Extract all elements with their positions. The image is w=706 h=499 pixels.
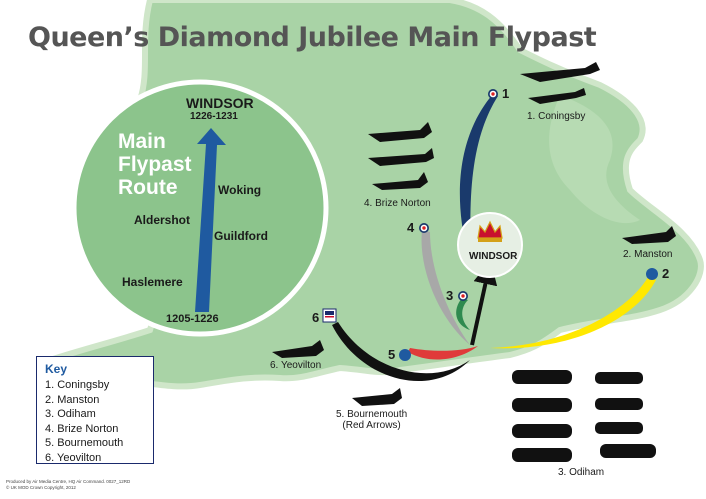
zoom-windsor-label: WINDSOR: [186, 95, 254, 111]
label-bournemouth: 5. Bournemouth (Red Arrows): [336, 409, 407, 431]
route-4-brize-norton: [421, 230, 470, 345]
route-5-bournemouth: [408, 346, 478, 360]
key-item: 4. Brize Norton: [45, 422, 119, 435]
navy-badge-6-icon: [322, 308, 337, 323]
windsor-label: WINDSOR: [469, 251, 518, 262]
route-3-odiham: [456, 298, 470, 330]
label-manston: 2. Manston: [623, 249, 673, 260]
zoom-circle: [71, 79, 329, 337]
roundel-4-icon: [419, 223, 429, 233]
route-6-yeovilton: [332, 322, 470, 382]
route-number-4: 4: [407, 220, 415, 235]
route-number-3: 3: [446, 288, 454, 303]
town-aldershot: Aldershot: [134, 213, 191, 227]
land-highlight: [549, 95, 640, 224]
windsor-circle: [457, 212, 523, 278]
roundel-2-icon: [646, 268, 658, 280]
route-heading-line-3: Route: [118, 176, 178, 199]
coningsby-aircraft-icon: [520, 62, 600, 104]
route-number-6: 6: [312, 310, 320, 325]
key-item: 6. Yeovilton: [45, 451, 102, 464]
route-number-2: 2: [662, 266, 670, 281]
route-heading-line-2: Flypast: [118, 153, 192, 176]
key-item: 3. Odiham: [45, 408, 96, 420]
zoom-start-time: 1205-1226: [166, 313, 219, 325]
key-item: 2. Manston: [45, 393, 100, 406]
odiham-helicopters-icon: [512, 370, 656, 462]
route-heading: Main Flypast Route: [118, 130, 192, 199]
map-key: Key 1. Coningsby 2. Manston 3. Odiham 4.…: [36, 356, 154, 464]
roundel-1-icon: [488, 89, 498, 99]
manston-aircraft-icon: [622, 226, 676, 244]
roundel-5-icon: [399, 349, 411, 361]
crown-icon: [477, 220, 503, 242]
roundel-3-icon: [458, 291, 468, 301]
route-heading-line-1: Main: [118, 130, 166, 153]
yeovilton-aircraft-icon: [272, 340, 324, 358]
label-brize-norton: 4. Brize Norton: [364, 198, 431, 209]
town-woking: Woking: [218, 183, 262, 197]
label-coningsby: 1. Coningsby: [527, 111, 586, 122]
key-item: 5. Bournemouth: [45, 437, 124, 449]
map-title: Queen’s Diamond Jubilee Main Flypast: [28, 22, 597, 53]
town-haslemere: Haslemere: [122, 275, 183, 289]
route-2-manston: [490, 274, 656, 349]
main-route-arrow: [195, 128, 226, 312]
credit-line-2: © UK MOD Crown Copyright, 2012: [6, 485, 76, 490]
windsor-approach-arrow: [470, 260, 498, 346]
brize-norton-aircraft-icon: [368, 122, 434, 190]
credit-line-1: Produced by Air Media Centre, HQ Air Com…: [6, 479, 131, 484]
label-yeovilton: 6. Yeovilton: [270, 360, 322, 371]
bournemouth-aircraft-icon: [352, 388, 402, 406]
label-odiham: 3. Odiham: [558, 467, 605, 478]
town-guildford: Guildford: [214, 229, 268, 243]
key-item: 1. Coningsby: [45, 379, 110, 391]
label-bournemouth-line-1: 5. Bournemouth: [336, 409, 408, 420]
route-number-5: 5: [388, 347, 396, 362]
route-number-1: 1: [502, 86, 510, 101]
zoom-windsor-time: 1226-1231: [190, 111, 238, 122]
key-title: Key: [45, 362, 68, 376]
label-bournemouth-line-2: (Red Arrows): [342, 420, 401, 431]
